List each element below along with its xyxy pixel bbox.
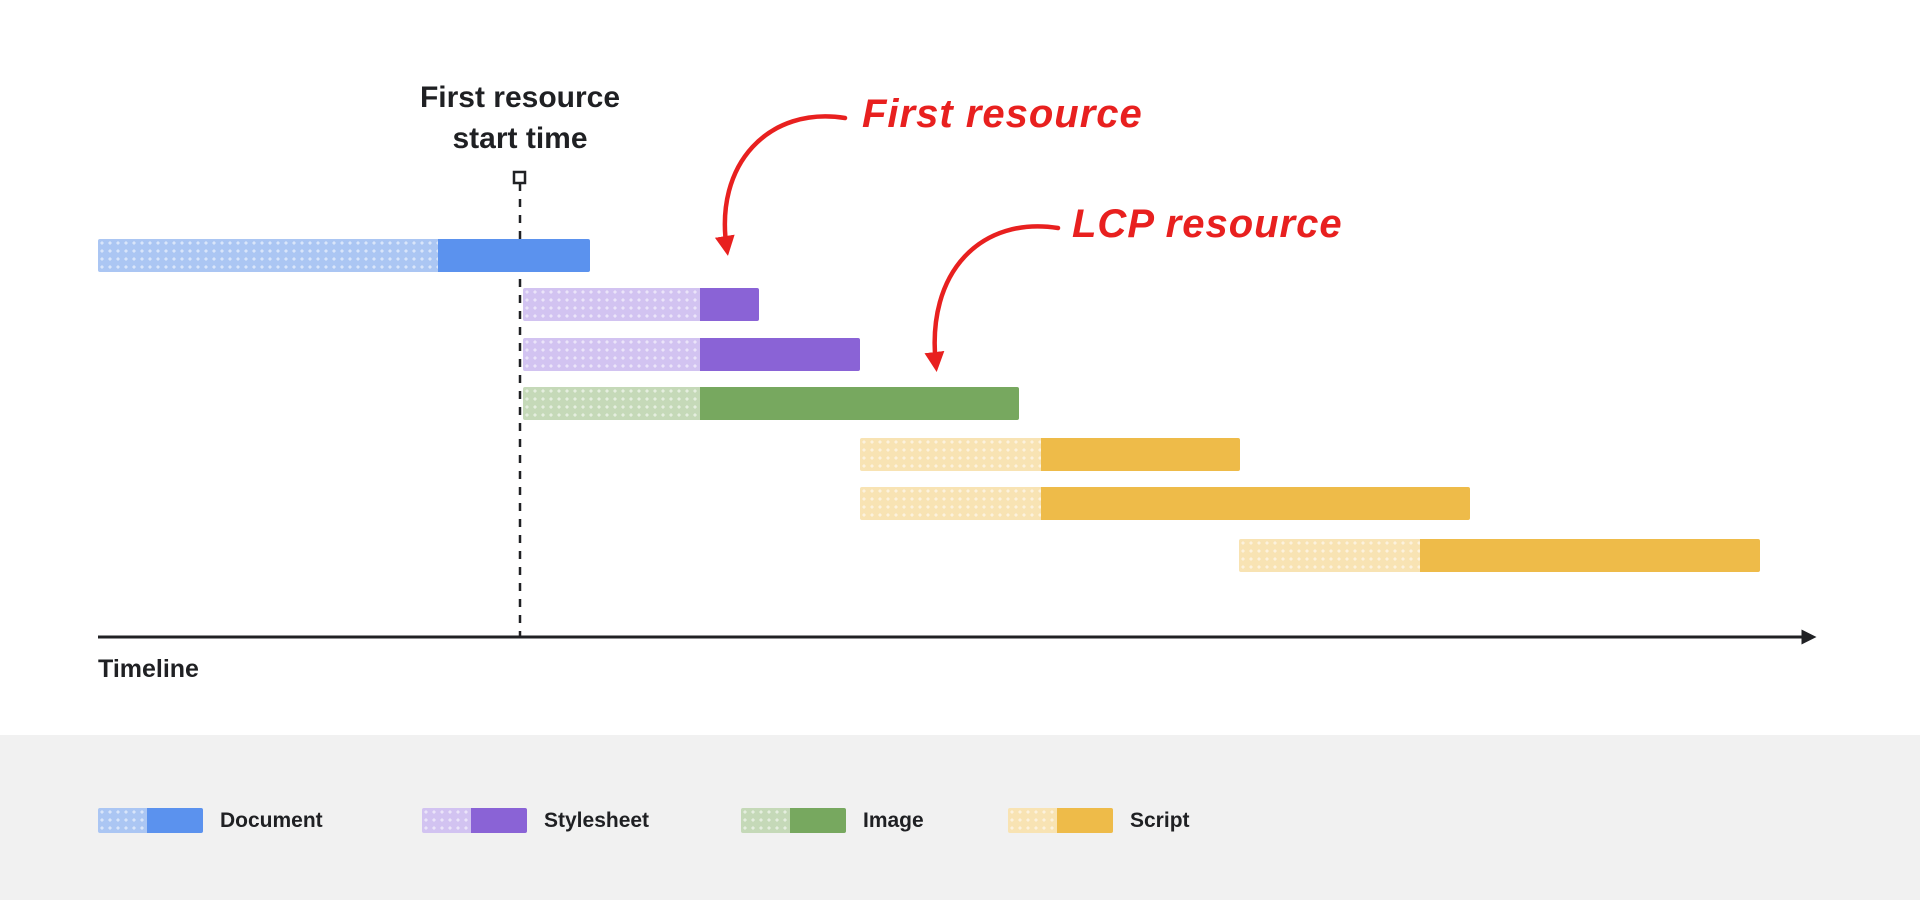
- bar-document: [98, 239, 590, 272]
- start-time-title: First resource start time: [260, 78, 780, 159]
- legend-swatch-stylesheet: [422, 808, 527, 833]
- bar-script: [1239, 539, 1760, 572]
- bar-segment-dark: [1041, 438, 1240, 471]
- legend-footer: Document Stylesheet Image Script: [0, 735, 1920, 900]
- bar-stylesheet: [523, 288, 759, 321]
- legend-swatch-light: [98, 808, 147, 833]
- bar-segment-dark: [700, 288, 759, 321]
- legend-swatch-image: [741, 808, 846, 833]
- legend-label: Image: [863, 808, 924, 832]
- start-time-title-line1: First resource: [419, 81, 621, 114]
- bar-segment-dark: [438, 239, 590, 272]
- legend-item-image: Image: [741, 808, 924, 833]
- legend-swatch-light: [1008, 808, 1057, 833]
- bar-segment-light: [860, 487, 1041, 520]
- bar-segment-dark: [700, 387, 1019, 420]
- bar-segment-light: [1239, 539, 1420, 572]
- legend-swatch-dark: [790, 808, 846, 833]
- bar-segment-light: [523, 387, 700, 420]
- legend-swatch-script: [1008, 808, 1113, 833]
- lcp-resource-arrow: [924, 224, 1061, 372]
- bar-image: [523, 387, 1019, 420]
- legend-label: Document: [220, 808, 323, 832]
- legend-swatch-light: [422, 808, 471, 833]
- lcp-resource-annotation: LCP resource: [1072, 202, 1343, 246]
- bar-stylesheet: [523, 338, 860, 371]
- legend-item-script: Script: [1008, 808, 1190, 833]
- legend-item-stylesheet: Stylesheet: [422, 808, 649, 833]
- start-line-handle: [512, 170, 527, 185]
- bar-script: [860, 487, 1470, 520]
- legend-swatch-dark: [471, 808, 527, 833]
- legend-label: Stylesheet: [544, 808, 650, 832]
- legend-swatch-document: [98, 808, 203, 833]
- first-resource-annotation: First resource: [862, 92, 1143, 136]
- bar-segment-dark: [1420, 539, 1760, 572]
- bar-segment-light: [523, 338, 700, 371]
- start-time-title-line2: start time: [452, 121, 588, 155]
- legend-label: Script: [1130, 808, 1190, 832]
- bar-segment-dark: [700, 338, 860, 371]
- legend-swatch-dark: [147, 808, 203, 833]
- bar-segment-dark: [1041, 487, 1470, 520]
- bar-segment-light: [98, 239, 438, 272]
- bar-script: [860, 438, 1240, 471]
- legend-swatch-light: [741, 808, 790, 833]
- legend-swatch-dark: [1057, 808, 1113, 833]
- legend-item-document: Document: [98, 808, 323, 833]
- bar-segment-light: [860, 438, 1041, 471]
- bar-segment-light: [523, 288, 700, 321]
- timeline-axis-label: Timeline: [98, 655, 199, 683]
